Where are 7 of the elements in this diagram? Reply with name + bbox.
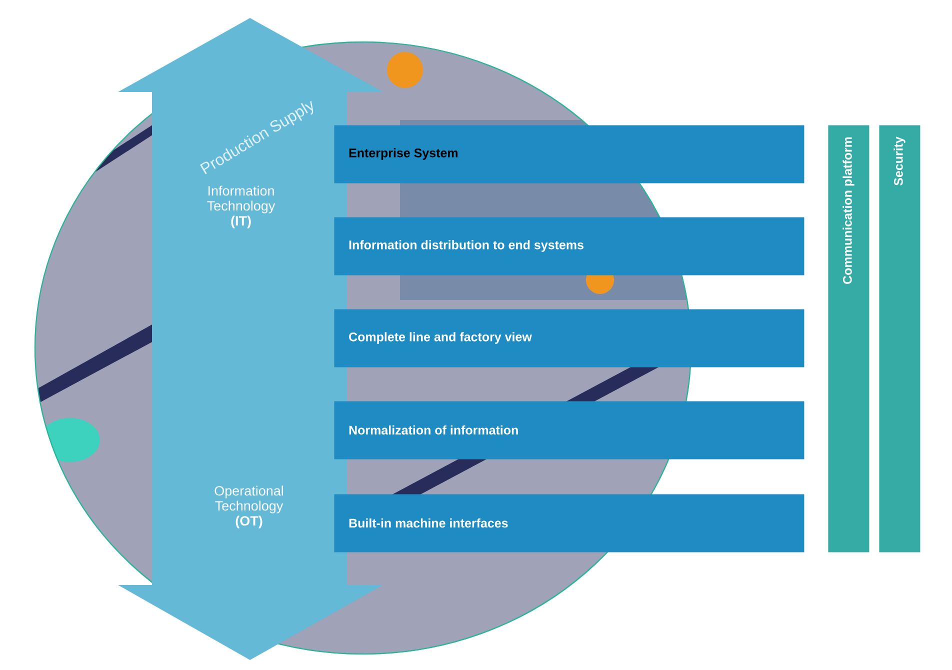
layer-bar: Built-in machine interfaces — [334, 494, 804, 552]
vertical-bar: Communication platform — [828, 125, 870, 552]
layer-bar: Enterprise System — [334, 125, 804, 184]
layer-bar: Complete line and factory view — [334, 309, 804, 368]
layer-bar: Information distribution to end systems — [334, 217, 804, 276]
layer-bar: Normalization of information — [334, 401, 804, 460]
vertical-bar: Security — [879, 125, 920, 552]
